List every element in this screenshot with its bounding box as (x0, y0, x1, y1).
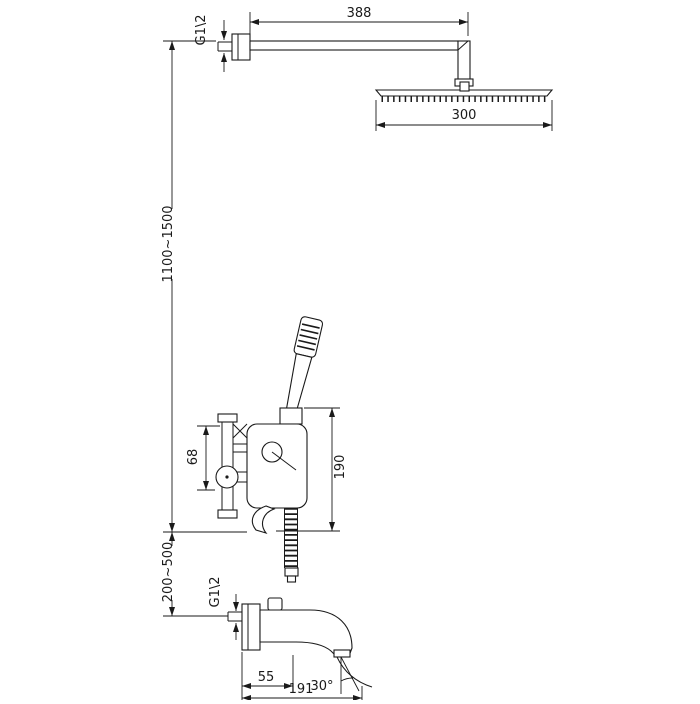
dimension-thread-bottom: G1\2 (208, 577, 239, 640)
shower-arm (217, 33, 474, 87)
spout-body (259, 609, 353, 657)
overhead-shower-head (374, 81, 554, 102)
dimension-arm-length: 388 (249, 6, 469, 38)
cross-tap-icon (232, 423, 248, 439)
dim-spout-length-label: 191 (289, 682, 314, 697)
thread-bottom-label: G1\2 (208, 577, 223, 608)
arm-wall-flange (231, 33, 251, 61)
dim-spout-angle-label: 30° (310, 679, 333, 694)
mixer-body (246, 423, 308, 509)
spout-aerator (333, 649, 351, 658)
hand-shower (285, 316, 324, 414)
dimension-spout-angle: 30° (310, 679, 333, 694)
mixer-outlet-hook (251, 505, 276, 535)
dim-mixer-height-label: 190 (333, 455, 348, 480)
arm-tube (249, 40, 459, 51)
dimension-head-width: 300 (375, 100, 553, 131)
dim-arm-length-label: 388 (347, 6, 372, 21)
mixer-valve (215, 413, 308, 535)
hand-shower-holder (279, 407, 303, 425)
dim-install-height-label: 1100~1500 (161, 205, 176, 282)
dimension-spout-length: 191 (242, 682, 363, 702)
dimension-mixer-height: 190 (276, 407, 348, 532)
hose-tail (286, 575, 297, 583)
shower-hose (284, 508, 299, 583)
dim-mixer-offset-label: 68 (186, 449, 201, 466)
hose-nut (284, 567, 299, 577)
hand-shower-grip-lines (296, 323, 320, 351)
dim-spout-height-label: 200~500 (161, 542, 176, 603)
pipe-fitting-bottom (217, 509, 238, 519)
dim-head-width-label: 300 (452, 108, 477, 123)
head-swivel-nut (459, 81, 470, 92)
dimension-mixer-offset: 68 (186, 425, 220, 491)
dimension-thread-top: G1\2 (194, 15, 227, 72)
angle-arc (340, 677, 354, 682)
shower-head-plate (374, 89, 554, 97)
dim-spout-offset-label: 55 (258, 670, 275, 685)
dimension-spout-height: 200~500 (161, 532, 228, 617)
wall-pipe-stub (217, 41, 232, 52)
dimension-install-height: 1100~1500 (161, 40, 247, 533)
diverter-knob (267, 597, 283, 611)
dimension-spout-offset: 55 (241, 652, 294, 702)
mixer-lever (271, 451, 297, 471)
spout-wall-flange (241, 603, 261, 651)
spout-wall-stub (227, 611, 242, 622)
hand-shower-handle (285, 353, 313, 414)
tub-spout (227, 597, 373, 694)
thread-top-label: G1\2 (194, 15, 209, 46)
pipe-fitting-top (217, 413, 238, 423)
arm-elbow (457, 40, 471, 82)
